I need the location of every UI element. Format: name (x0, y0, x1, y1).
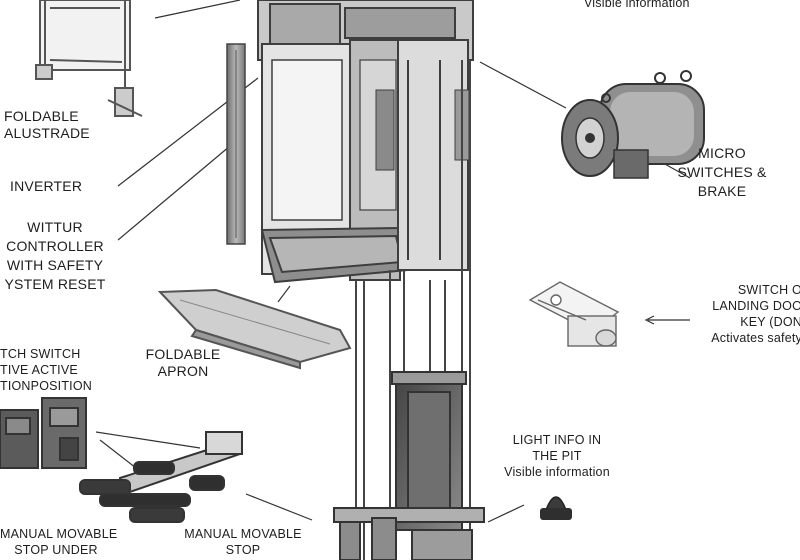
text-line: TIVE ACTIVE (0, 363, 78, 377)
label-inverter: INVERTER (10, 178, 82, 195)
elevator-car (257, 0, 474, 284)
pit-light (540, 496, 572, 520)
text-line: INVERTER (10, 178, 83, 194)
text-line: FOLDABLE (4, 108, 79, 124)
text-line: WITTUR (27, 219, 83, 235)
text-line: ALUSTRADE (4, 125, 90, 141)
text-line: MICRO (698, 145, 746, 161)
leader-manual-stop (245, 493, 313, 521)
label-micro-switches-brake: MICRO SWITCHES & BRAKE (672, 144, 772, 201)
label-light-info-pit: LIGHT INFO IN THE PIT Visible informatio… (496, 432, 618, 480)
text-line: Activates safety (711, 331, 800, 345)
text-line: TCH SWITCH (0, 347, 81, 361)
text-line: KEY (DON (740, 315, 800, 329)
counterweight (391, 371, 467, 531)
text-line: LANDING DOO (712, 299, 800, 313)
text-line: SWITCH O (737, 283, 800, 297)
label-top-right-note: Visible information (584, 0, 690, 11)
text-line: Visible information (584, 0, 690, 10)
label-manual-stop: MANUAL MOVABLE STOP (178, 526, 308, 558)
text-line: YSTEM RESET (4, 276, 106, 292)
foldable-apron (157, 288, 352, 370)
text-line: STOP (225, 543, 261, 557)
position-switches (0, 397, 87, 469)
manual-movable-stops (79, 431, 243, 523)
text-line: MANUAL MOVABLE (184, 527, 302, 541)
inverter-cabinet (226, 43, 246, 245)
pit-structure (333, 507, 485, 560)
label-wittur-controller: WITTUR CONTROLLER WITH SAFETY YSTEM RESE… (0, 218, 110, 294)
label-foldable-apron: FOLDABLE APRON (138, 346, 228, 380)
leader-pit-light (487, 504, 525, 523)
label-manual-stop-under: MANUAL MOVABLE STOP UNDER (0, 526, 118, 558)
motor-brake-assembly (561, 70, 705, 179)
text-line: THE PIT (532, 449, 582, 463)
text-line: WITH SAFETY (6, 257, 104, 273)
text-line: MANUAL MOVABLE (0, 527, 118, 541)
text-line: SWITCHES & (677, 164, 767, 180)
leader-micro-switches (479, 61, 567, 109)
landing-door-switch (528, 281, 620, 347)
text-line: STOP UNDER (14, 543, 98, 557)
label-switch-positions: TCH SWITCH TIVE ACTIVE TIONPOSITION (0, 346, 92, 394)
text-line: TIONPOSITION (0, 379, 92, 393)
text-line: FOLDABLE (145, 346, 221, 362)
text-line: LIGHT INFO IN (512, 433, 602, 447)
text-line: Visible information (504, 465, 610, 479)
leader-controller (117, 145, 231, 241)
text-line: BRAKE (697, 183, 747, 199)
foldable-balustrade (35, 0, 143, 117)
text-line: APRON (157, 363, 209, 379)
label-foldable-balustrade: FOLDABLE ALUSTRADE (4, 108, 90, 142)
text-line: CONTROLLER (6, 238, 104, 254)
label-landing-door-switch: SWITCH O LANDING DOO KEY (DON Activates … (696, 282, 800, 346)
